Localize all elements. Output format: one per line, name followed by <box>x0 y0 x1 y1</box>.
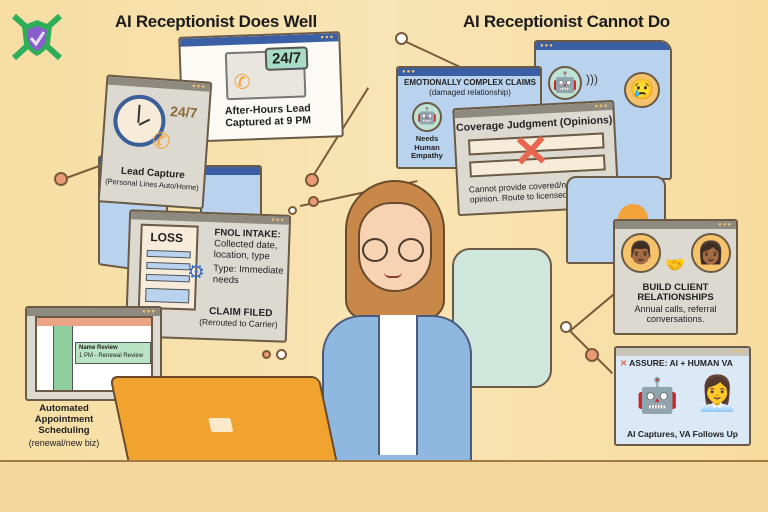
fnol-line1: Collected date, location, type <box>213 238 278 262</box>
upset-client-avatar: 😢 <box>624 72 660 108</box>
needs-empathy-label: Needs Human Empathy <box>411 134 443 161</box>
network-node <box>288 206 297 215</box>
x-mark-icon: ✕ <box>511 126 551 178</box>
network-node <box>395 32 408 45</box>
badge-24-7: 24/7 <box>264 46 309 71</box>
loss-form-title: LOSS <box>150 229 184 246</box>
client-relationships-panel: ●●● 👨🏾 👩🏾 🤝 BUILD CLIENT RELATIONSHIPS A… <box>613 219 738 335</box>
robot-arm-icon: ⚙ <box>186 261 206 284</box>
network-node <box>308 196 319 207</box>
phone-icon: ✆ <box>233 71 251 94</box>
emotional-heading: EMOTIONALLY COMPLEX CLAIMS <box>403 78 536 87</box>
robot-icon: 🤖 <box>636 377 679 415</box>
client-avatar: 👨🏾 <box>621 233 661 273</box>
sound-waves-icon: ))) <box>586 72 598 86</box>
calendar: Name Review 1 PM - Renewal Review <box>35 316 153 392</box>
human-va-avatar: 👩‍💼 <box>696 375 739 413</box>
network-node <box>585 348 599 362</box>
claim-filed-note: (Rerouted to Carrier) <box>199 316 278 330</box>
connector-line <box>569 291 617 332</box>
network-node <box>560 321 572 333</box>
robot-icon: 🤖 <box>412 102 442 132</box>
title-cannot-do: AI Receptionist Cannot Do <box>463 12 670 31</box>
fnol-line2: Type: Immediate needs <box>212 262 284 286</box>
calendar-event[interactable]: Name Review 1 PM - Renewal Review <box>75 342 151 364</box>
event-title: Name Review <box>79 345 118 351</box>
assure-heading-row: ✕ ASSURE: AI + HUMAN VA <box>620 358 733 369</box>
scheduling-caption: Automated Appointment Scheduling <box>34 403 94 436</box>
x-mark-icon: ✕ <box>620 358 628 368</box>
phone-icon: ✆ <box>151 127 172 155</box>
handshake-icon: 🤝 <box>665 257 685 274</box>
scheduling-panel: ●●● Name Review 1 PM - Renewal Review <box>25 306 162 401</box>
badge-24-7: 24/7 <box>169 103 198 121</box>
robot-icon: 🤖 <box>548 66 582 100</box>
emotional-note: (damaged relationship) <box>429 88 511 97</box>
after-hours-caption: After-Hours Lead Captured at 9 PM <box>224 102 312 130</box>
relationships-note: Annual calls, referral conversations. <box>634 304 717 324</box>
scheduling-caption-note: (renewal/new biz) <box>28 438 100 448</box>
fnol-text: FNOL INTAKE: Collected date, location, t… <box>212 227 291 288</box>
network-node <box>54 172 68 186</box>
network-node <box>262 350 271 359</box>
shield-check-logo-icon <box>11 13 63 61</box>
event-time: 1 PM - Renewal Review <box>79 352 144 359</box>
desk <box>0 460 768 512</box>
network-node <box>276 349 287 360</box>
title-does-well: AI Receptionist Does Well <box>115 12 317 31</box>
agent-avatar: 👩🏾 <box>691 233 731 273</box>
assure-panel: ●●● ✕ ASSURE: AI + HUMAN VA 🤖 👩‍💼 AI Cap… <box>614 346 751 446</box>
network-node <box>305 173 319 187</box>
relationships-heading: BUILD CLIENT RELATIONSHIPS <box>637 282 714 304</box>
assure-caption: AI Captures, VA Follows Up <box>627 429 738 439</box>
laptop-logo-icon <box>208 418 234 432</box>
assure-heading: ASSURE: AI + HUMAN VA <box>629 358 733 368</box>
lead-capture-panel: ●●● ✆ 24/7 Lead Capture (Personal Lines … <box>97 74 213 210</box>
logo <box>11 13 63 61</box>
